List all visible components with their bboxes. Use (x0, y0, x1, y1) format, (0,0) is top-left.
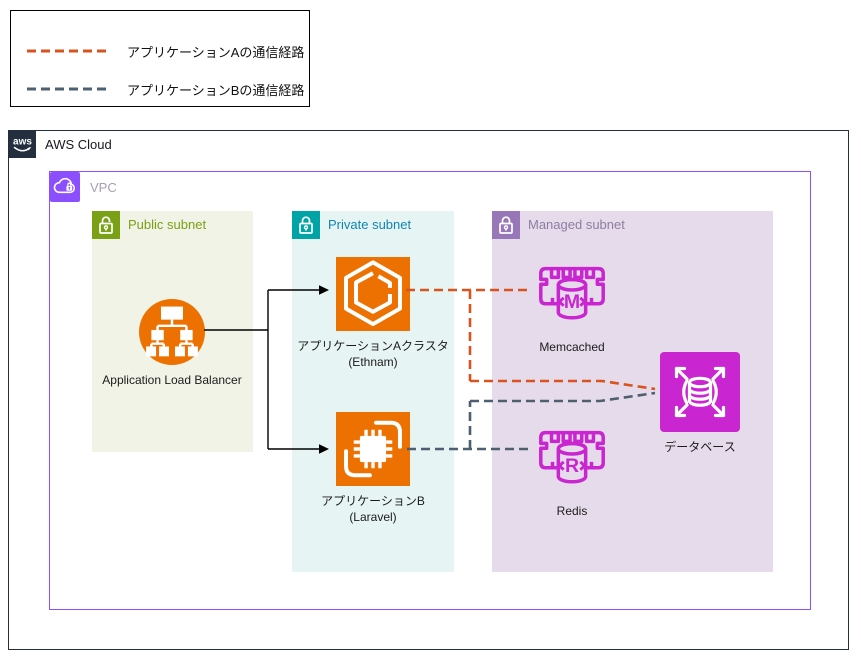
node-label: アプリケーションAクラスタ (Ethnam) (297, 339, 449, 370)
subnet-managed: Managed subnet M Memcached (492, 211, 773, 572)
node-label: Redis (556, 504, 588, 518)
aws-cloud-container: aws AWS Cloud VPC (8, 130, 849, 650)
node-app-a-cluster: アプリケーションAクラスタ (Ethnam) (288, 257, 458, 370)
dashed-line-b-swatch (27, 87, 109, 91)
lock-closed-icon (492, 211, 520, 239)
svg-text:R: R (565, 455, 579, 477)
legend-item: アプリケーションBの通信経路 (26, 79, 304, 99)
application-load-balancer-icon (139, 299, 205, 365)
node-label: Application Load Balancer (102, 373, 242, 387)
lock-open-icon (92, 211, 120, 239)
elasticache-redis-icon: R (539, 430, 605, 484)
dashed-line-a-swatch (27, 49, 109, 53)
legend-label: アプリケーションAの通信経路 (127, 44, 305, 60)
node-app-b: アプリケーションB (Laravel) (288, 412, 458, 525)
subnet-title: Managed subnet (528, 217, 625, 232)
svg-text:M: M (564, 291, 580, 313)
vpc-title: VPC (90, 180, 117, 195)
vpc-icon (50, 172, 80, 202)
compute-chip-icon (336, 412, 410, 486)
node-label: アプリケーションB (Laravel) (321, 494, 425, 525)
legend-label: アプリケーションBの通信経路 (127, 82, 305, 98)
node-label: データベース (664, 440, 736, 454)
elasticache-memcached-icon: M (539, 266, 605, 320)
svg-text:aws: aws (13, 137, 32, 148)
vpc-container: VPC Public subnet (49, 171, 811, 610)
legend: アプリケーションAの通信経路 アプリケーションBの通信経路 (10, 10, 310, 107)
lock-closed-icon (292, 211, 320, 239)
aws-logo-icon: aws (9, 131, 36, 158)
node-alb: Application Load Balancer (87, 299, 257, 388)
node-memcached: M Memcached (494, 254, 650, 355)
database-icon (660, 352, 740, 432)
subnet-private: Private subnet アプリケーションAクラスタ (Ethnam) (292, 211, 454, 572)
legend-item: アプリケーションAの通信経路 (26, 41, 304, 61)
subnet-title: Private subnet (328, 217, 412, 232)
node-label: Memcached (539, 340, 605, 354)
subnet-public: Public subnet Application Load Balancer (92, 211, 253, 452)
ecs-cluster-icon (336, 257, 410, 331)
subnet-title: Public subnet (128, 217, 207, 232)
node-database: データベース (622, 352, 778, 455)
aws-cloud-title: AWS Cloud (45, 137, 112, 152)
node-redis: R Redis (494, 418, 650, 519)
